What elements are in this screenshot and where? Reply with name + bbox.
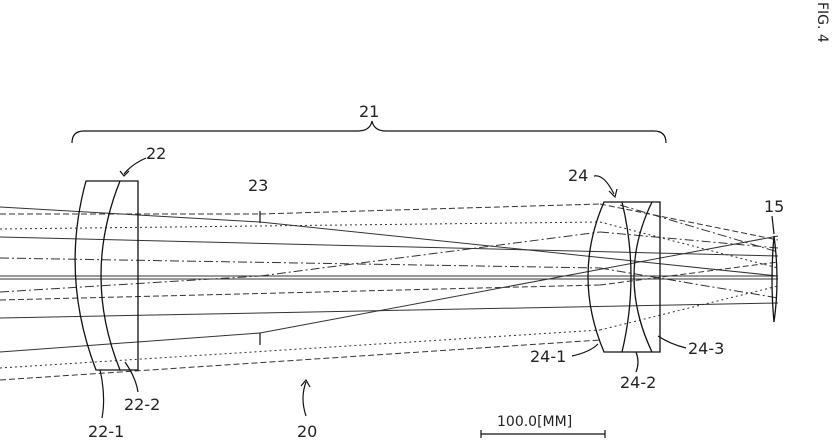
ray-dotted-3: [0, 329, 601, 369]
lens-group-front-leader: [123, 157, 147, 175]
ray-solid-6: [0, 302, 779, 319]
lens-group-rear-leader: [593, 175, 615, 195]
ray-dashed-5: [599, 261, 779, 286]
lens-22-1-leader: [99, 369, 105, 419]
system-label: 20: [297, 422, 317, 441]
ray-solid-3: [0, 332, 261, 353]
ray-dashed-4: [0, 284, 601, 301]
ray-dotted-1: [0, 221, 601, 230]
lens-24-3-label: 24-3: [688, 339, 724, 358]
lens-24-1-label: 24-1: [530, 347, 566, 366]
ray-dotted-4: [599, 285, 779, 331]
ray-solid-5: [0, 236, 779, 257]
lens-24-3: [633, 201, 653, 353]
lens-22-1-label: 22-1: [88, 422, 124, 441]
ray-dashed-6: [0, 339, 601, 381]
lens-24-2-label: 24-2: [620, 373, 656, 392]
ray-dashdot-5: [599, 267, 779, 299]
stop-label: 23: [248, 176, 268, 195]
lens-group-front-arrow: [119, 170, 130, 177]
image-plane-leader: [771, 215, 775, 235]
scale-bar-label: 100.0[MM]: [497, 414, 572, 430]
lens-24-3-leader: [657, 335, 687, 349]
lens-group-rear-label: 24: [568, 166, 588, 185]
lens-group-front-label: 22: [146, 144, 166, 163]
lens-22-2: [100, 180, 121, 371]
lens-group-rear-arrow: [608, 188, 618, 199]
lens-22-1: [74, 180, 139, 371]
lens-group-24: [587, 201, 661, 353]
ray-dashdot-4: [0, 257, 601, 269]
lens-22-2-leader: [124, 361, 139, 393]
lens-22-2-label: 22-2: [124, 395, 160, 414]
lens-24-1: [587, 201, 632, 353]
system-leader: [302, 381, 307, 417]
ray-dotted-2: [599, 221, 779, 269]
ray-dashed-3: [599, 203, 779, 241]
image-plane-label: 15: [764, 197, 784, 216]
ray-solid-2: [259, 221, 779, 277]
lens-24-2: [622, 201, 661, 353]
rays-dotted: [0, 204, 779, 369]
rays-solid: [0, 206, 779, 353]
ray-dashdot-3: [599, 231, 779, 249]
ray-dashdot-6: [619, 204, 779, 253]
lens-24-2-leader: [635, 351, 639, 373]
ray-dashed-2: [259, 203, 601, 215]
rays-dashed: [0, 203, 779, 381]
ray-dashdot-1: [0, 275, 261, 293]
image-plane: [771, 235, 778, 323]
system-arrow: [300, 378, 311, 388]
group-brace: [71, 120, 667, 144]
ray-solid-4: [259, 235, 779, 334]
lens-24-1-leader: [571, 343, 599, 357]
lens-group-22: [74, 180, 139, 371]
figure-title: FIG. 4: [814, 2, 830, 43]
group-label: 21: [359, 102, 379, 121]
ray-dashdot-2: [259, 231, 601, 277]
